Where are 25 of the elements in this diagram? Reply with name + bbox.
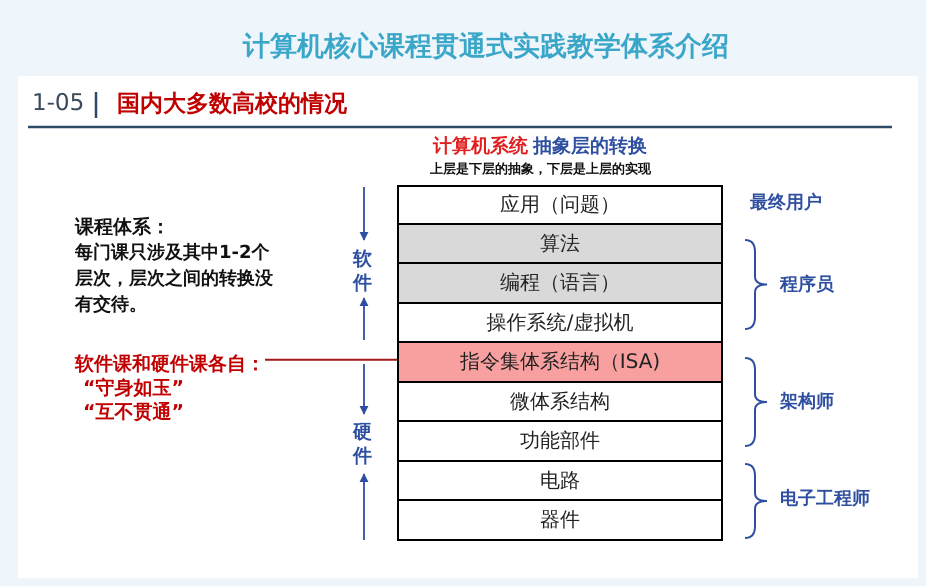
note-text: 软件课和硬件课各自： “守身如玉” “互不贯通” <box>75 352 265 424</box>
diagram-heading: 抽象层的转换 <box>533 134 647 159</box>
leader-line <box>265 358 397 361</box>
layer-box: 功能部件 <box>397 420 723 462</box>
body-text: 每门课只涉及其中1-2个层次，层次之间的转换没有交待。 <box>75 241 274 317</box>
role-label: 电子工程师 <box>780 487 870 510</box>
role-label: 最终用户 <box>750 191 822 214</box>
role-label: 程序员 <box>780 273 834 296</box>
diagram-heading: 计算机系统 <box>433 134 528 159</box>
subtitle: 上层是下层的抽象，下层是上层的实现 <box>430 160 651 178</box>
side-label: 硬件 <box>353 420 373 468</box>
layer-box: 操作系统/虚拟机 <box>397 302 723 343</box>
layer-box: 指令集体系结构（ISA) <box>397 341 723 382</box>
layer-box: 算法 <box>397 222 723 264</box>
role-label: 架构师 <box>780 390 834 413</box>
layer-box: 微体系结构 <box>397 380 723 422</box>
heading-text: 课程体系： <box>75 215 170 240</box>
side-label: 软件 <box>353 247 373 295</box>
layer-box: 编程（语言） <box>397 262 723 304</box>
slide-title: 计算机核心课程贯通式实践教学体系介绍 <box>243 30 729 64</box>
section-heading: 国内大多数高校的情况 <box>117 90 347 119</box>
section-number: 1-05 <box>32 90 84 116</box>
layer-box: 电路 <box>397 460 723 501</box>
layer-box: 器件 <box>397 499 723 540</box>
layer-box: 应用（问题） <box>397 185 723 224</box>
